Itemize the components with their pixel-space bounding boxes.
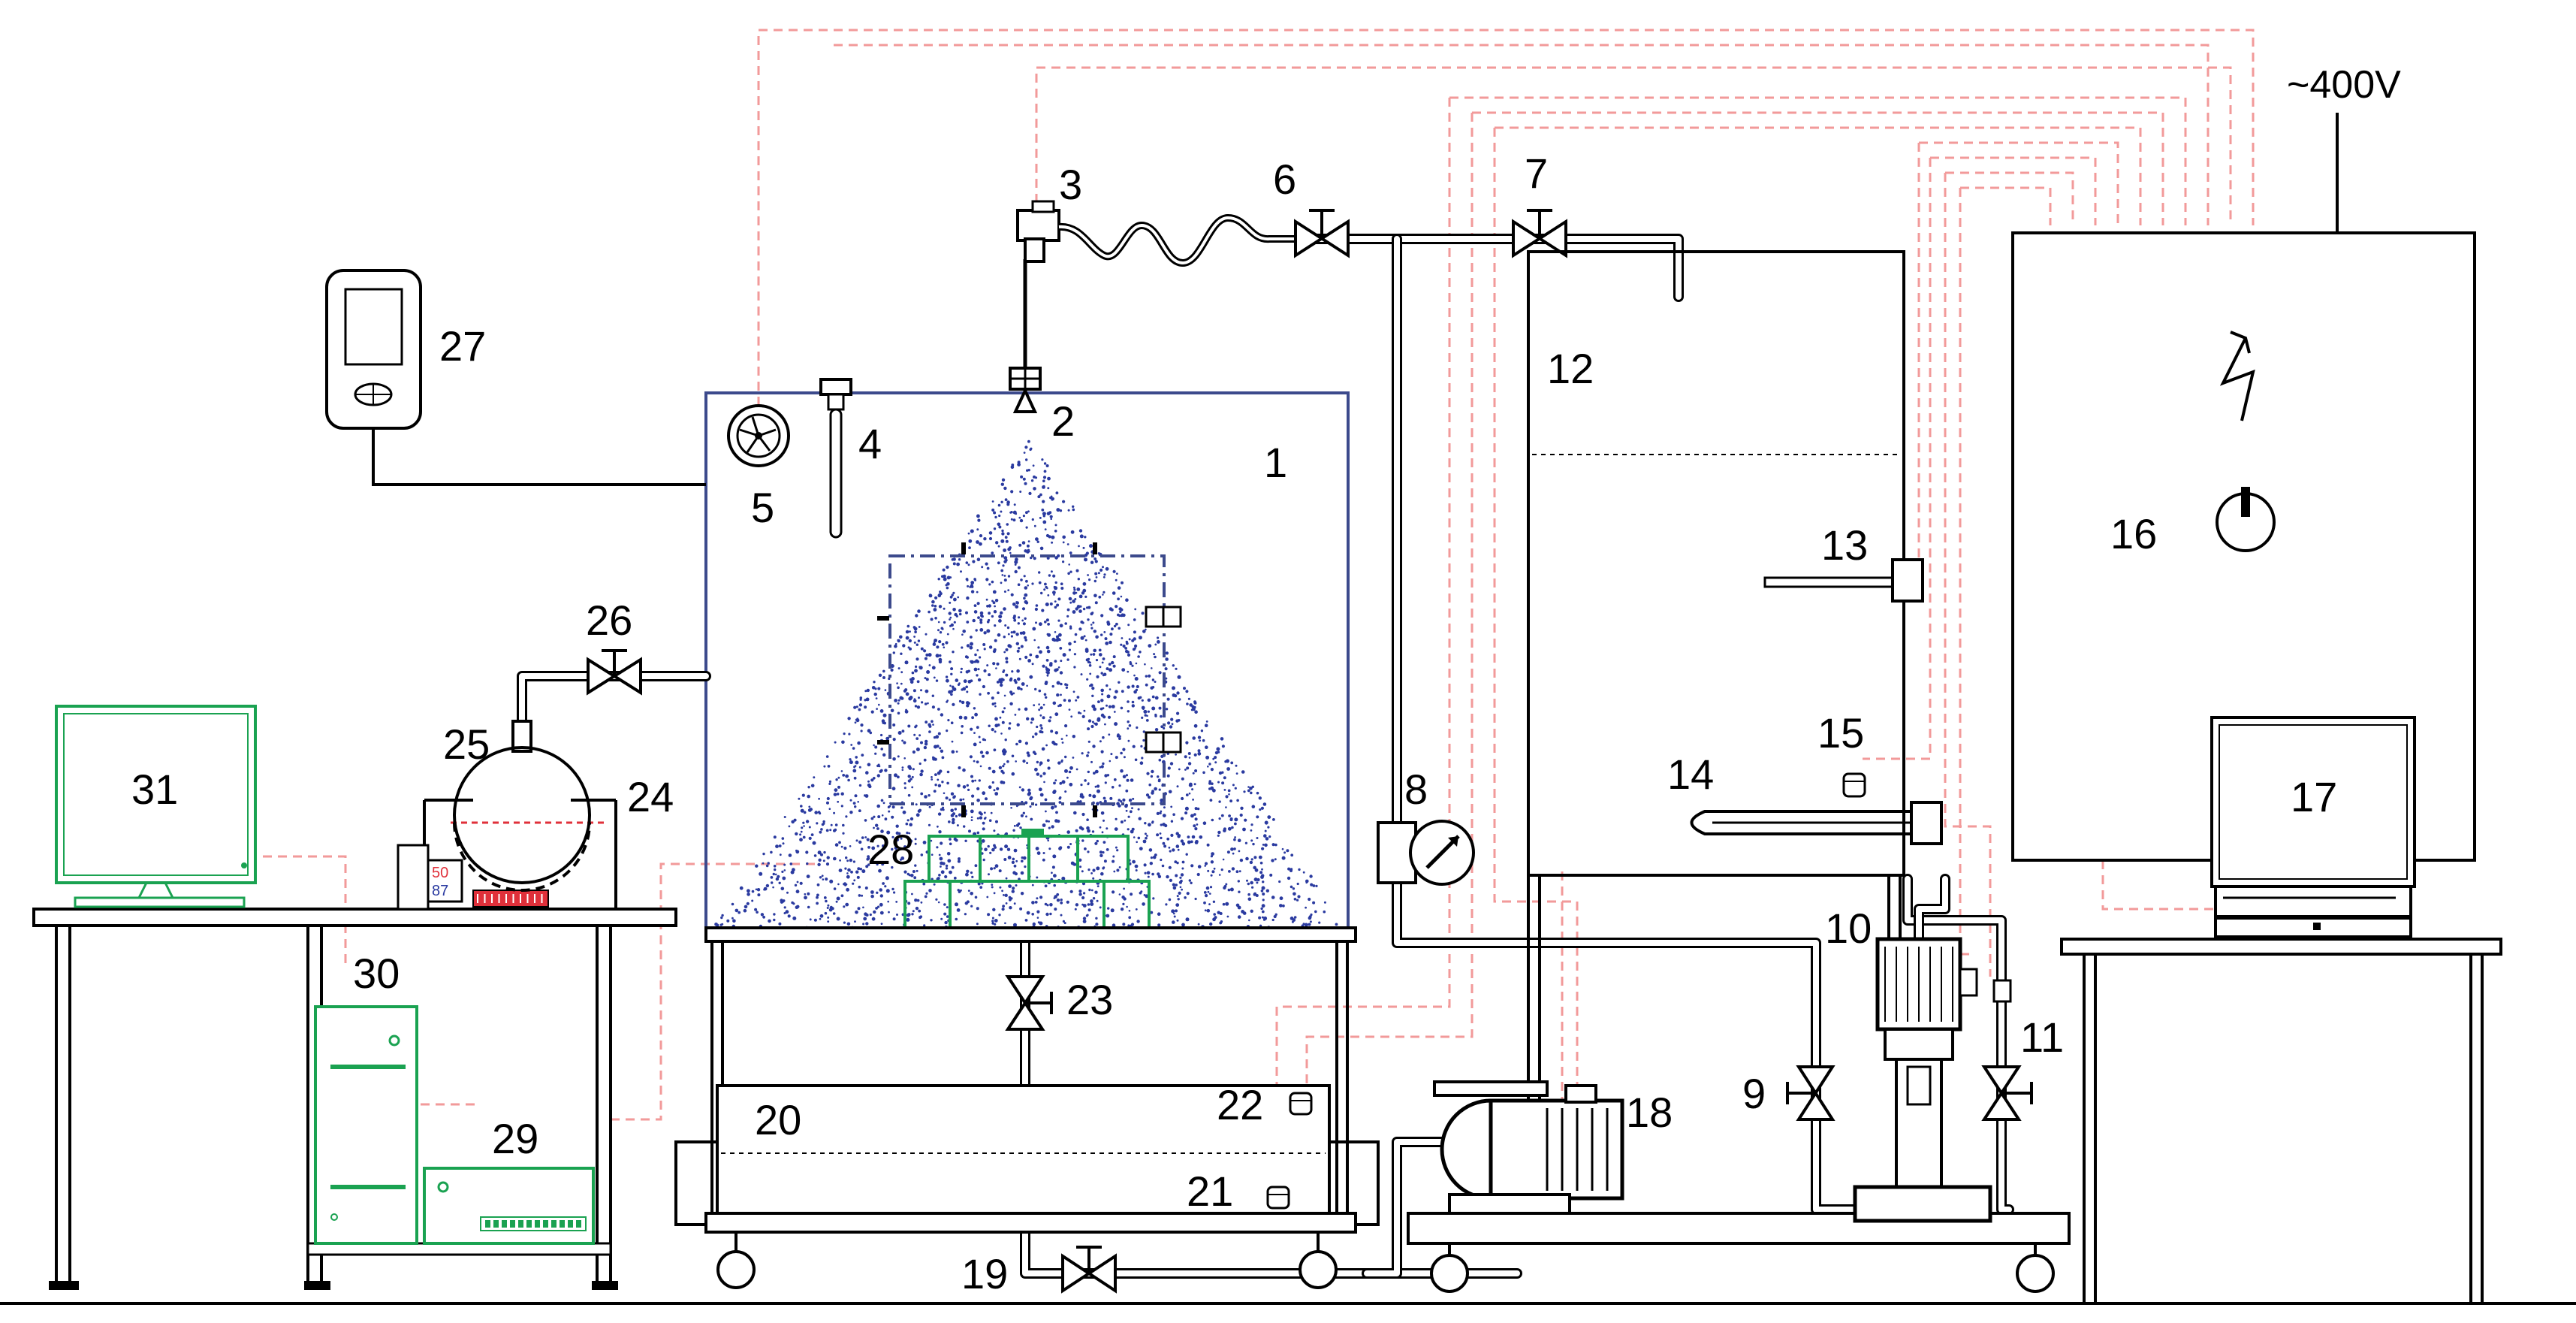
label-2: 2 xyxy=(1051,397,1075,445)
label-9: 9 xyxy=(1742,1070,1766,1117)
valve-6 xyxy=(1294,209,1350,258)
label-7: 7 xyxy=(1525,150,1548,197)
label-29: 29 xyxy=(492,1115,538,1162)
water-bath xyxy=(397,799,617,911)
power-icon xyxy=(2216,487,2276,552)
temperature-probe xyxy=(819,378,852,539)
label-19: 19 xyxy=(961,1250,1008,1297)
centrifugal-pump xyxy=(1853,937,1992,1223)
flow-sensor xyxy=(1992,979,2012,1003)
label-3: 3 xyxy=(1059,161,1082,208)
label-22: 22 xyxy=(1217,1081,1263,1128)
tank-stand xyxy=(1407,875,2071,1293)
data-logger-29 xyxy=(423,1167,595,1245)
valve-7 xyxy=(1512,209,1567,258)
label-10: 10 xyxy=(1825,905,1872,952)
label-25: 25 xyxy=(443,720,490,768)
valve-9 xyxy=(1786,1065,1835,1121)
frame-clamps xyxy=(1145,606,1182,754)
label-6: 6 xyxy=(1273,156,1296,203)
immersion-heater xyxy=(1690,801,1943,845)
test-frame xyxy=(888,554,1166,805)
lightning-icon xyxy=(2219,331,2255,421)
label-13: 13 xyxy=(1821,521,1868,569)
supply-voltage: ~400V xyxy=(2287,63,2401,107)
water-reservoir xyxy=(716,1084,1331,1215)
label-11: 11 xyxy=(2020,1013,2064,1061)
label-8: 8 xyxy=(1404,766,1428,813)
reservoir-sensor-21 xyxy=(1266,1186,1290,1210)
round-flask xyxy=(453,720,591,892)
hygrometer-device xyxy=(325,269,706,486)
tank-thermometer xyxy=(1763,558,1924,603)
water-piping xyxy=(517,234,2014,1279)
monitor-31 xyxy=(55,705,257,908)
valve-19 xyxy=(1061,1246,1117,1294)
label-26: 26 xyxy=(586,597,632,644)
label-5: 5 xyxy=(751,484,774,531)
specimen-blocks xyxy=(903,829,1151,932)
valve-23 xyxy=(1005,975,1053,1031)
spray-cone xyxy=(714,439,1338,929)
label-15: 15 xyxy=(1817,709,1864,757)
fan-icon xyxy=(727,404,790,467)
frame-sensors xyxy=(877,542,1097,817)
label-1: 1 xyxy=(1264,439,1287,486)
label-28: 28 xyxy=(867,826,914,873)
label-31: 31 xyxy=(131,766,178,813)
label-23: 23 xyxy=(1066,976,1113,1023)
label-18: 18 xyxy=(1626,1089,1673,1136)
bath-display-bottom: 87 xyxy=(432,883,448,899)
computer-tower-30 xyxy=(314,1005,418,1245)
label-30: 30 xyxy=(353,950,400,997)
pressure-gauge xyxy=(1377,820,1475,886)
valve-11 xyxy=(1981,1065,2033,1121)
label-24: 24 xyxy=(627,773,674,820)
spray-nozzle xyxy=(1009,367,1042,413)
label-4: 4 xyxy=(858,420,882,467)
solenoid-valve xyxy=(1016,200,1060,368)
label-14: 14 xyxy=(1667,751,1714,798)
label-27: 27 xyxy=(439,322,486,370)
label-17: 17 xyxy=(2291,773,2337,820)
bath-display-top: 50 xyxy=(432,865,448,881)
level-sensor xyxy=(1842,772,1866,798)
label-20: 20 xyxy=(755,1096,801,1143)
vacuum-pump xyxy=(1433,1080,1624,1215)
valve-26 xyxy=(587,649,642,696)
control-wiring xyxy=(248,29,2255,1187)
reservoir-sensor-22 xyxy=(1289,1092,1313,1116)
label-21: 21 xyxy=(1187,1167,1233,1215)
label-16: 16 xyxy=(2110,510,2157,557)
label-12: 12 xyxy=(1547,345,1594,392)
monitor-17 xyxy=(2210,716,2416,938)
right-table xyxy=(2060,938,2502,1303)
